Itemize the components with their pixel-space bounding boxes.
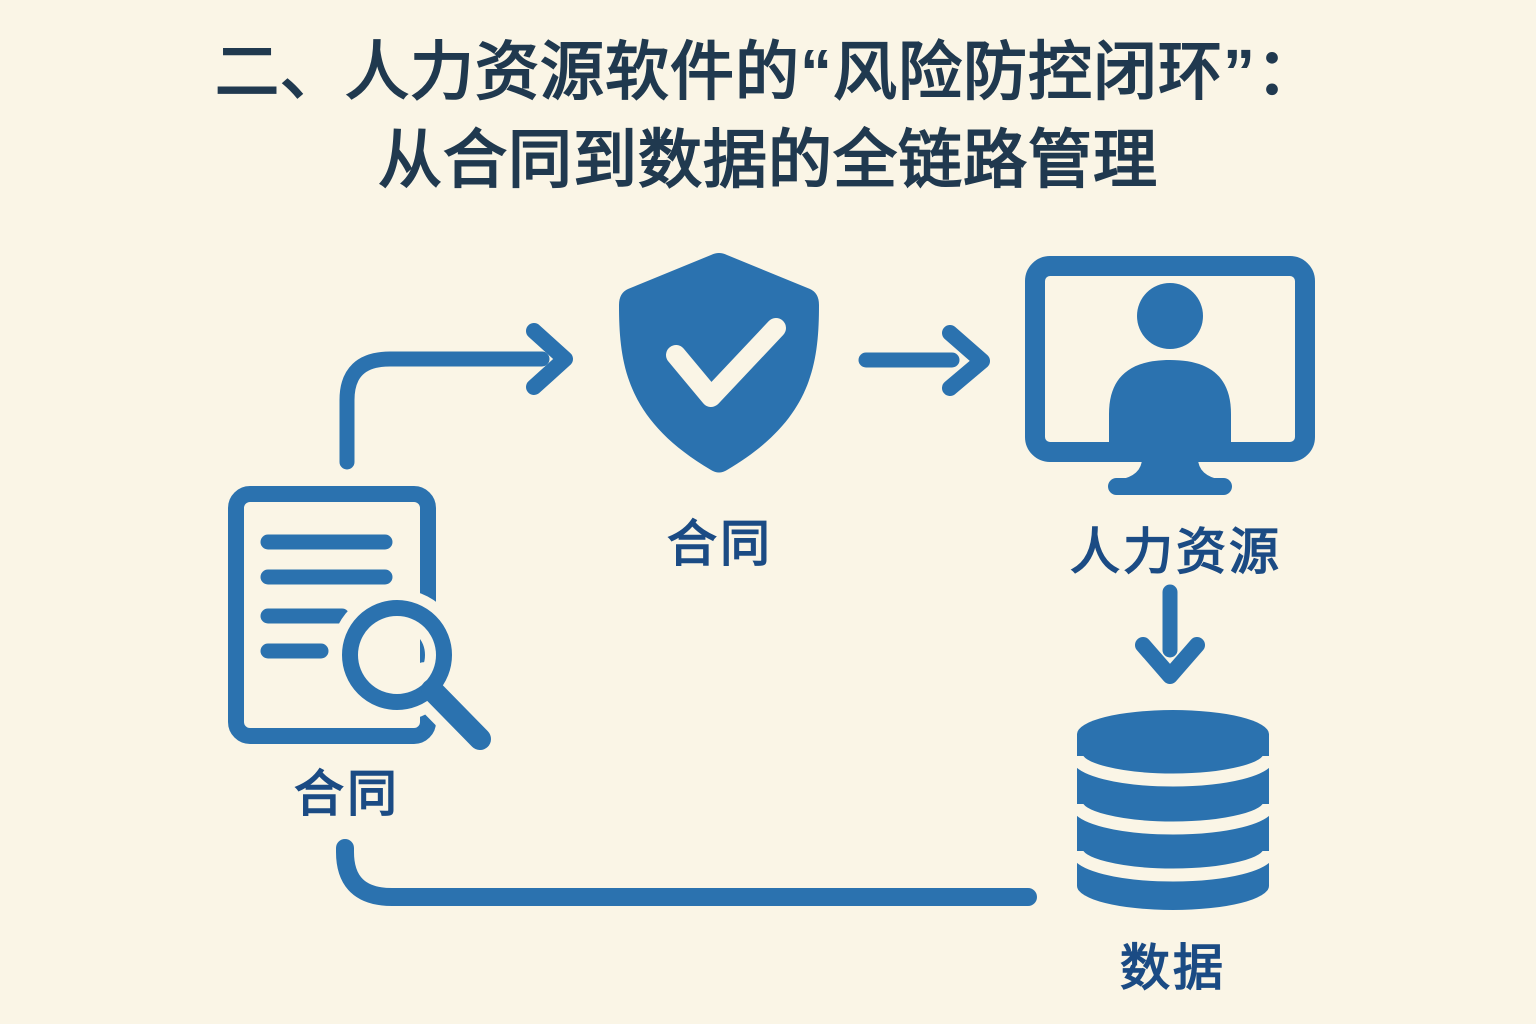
label-data-store: 数据 [1120,940,1226,996]
label-contract-shield: 合同 [667,516,773,572]
page-title-line1: 二、人力资源软件的“风险防控闭环”： [215,36,1321,108]
database-icon [1074,710,1272,910]
monitor-user-icon [1025,256,1315,495]
arrow-shield-to-hr-icon [858,325,990,396]
page-title: 二、人力资源软件的“风险防控闭环”： 从合同到数据的全链路管理 [0,28,1536,205]
page-title-line2: 从合同到数据的全链路管理 [378,124,1158,197]
label-human-resources: 人力资源 [1070,524,1282,580]
shield-check-icon [619,253,819,473]
label-contract-review: 合同 [294,766,400,822]
arrow-contract-to-shield-icon [339,323,573,470]
arrow-hr-to-data-icon [1135,584,1205,684]
document-search-icon [228,486,502,760]
loop-data-to-contract-icon [336,839,1037,906]
